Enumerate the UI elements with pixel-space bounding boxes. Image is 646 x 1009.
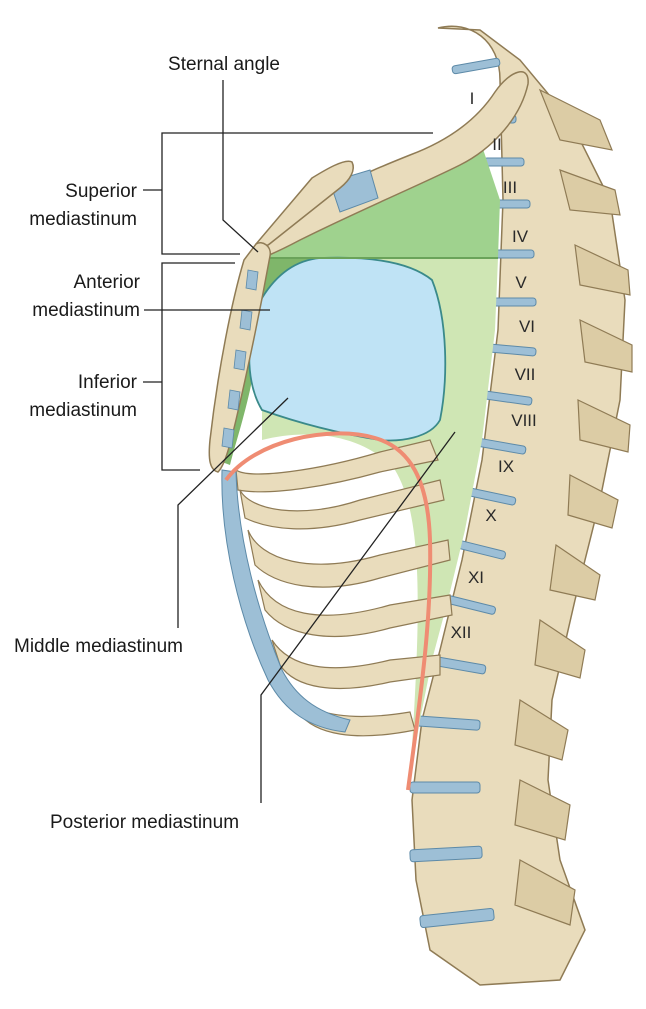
diaphragm-outline xyxy=(224,431,433,791)
vertebral-body-stack xyxy=(411,25,626,986)
vertebra-label-viii: VIII xyxy=(511,411,537,430)
inferior-label-line1: Inferior xyxy=(78,372,138,393)
first-rib xyxy=(261,71,529,260)
anterior-label-line2: mediastinum xyxy=(32,300,140,321)
vertebra-label-ix: IX xyxy=(498,457,514,476)
vertebral-column xyxy=(409,25,633,986)
inferior-label-line2: mediastinum xyxy=(29,400,137,421)
vertebra-label-vi: VI xyxy=(519,317,535,336)
superior-label-line2: mediastinum xyxy=(29,209,137,230)
rib-11 xyxy=(271,639,441,690)
sternal-angle-leader xyxy=(222,80,259,253)
rib-10 xyxy=(257,579,453,638)
middle-leader xyxy=(177,397,289,628)
vertebra-label-xi: XI xyxy=(468,568,484,587)
costal-cartilage-notches xyxy=(221,269,259,449)
rib-9 xyxy=(247,529,451,588)
superior-bracket xyxy=(161,132,433,255)
vertebra-label-vii: VII xyxy=(515,365,536,384)
middle-mediastinum-region xyxy=(248,256,447,442)
sternum-and-first-rib xyxy=(208,71,529,473)
middle-mediastinum-label: Middle mediastinum xyxy=(14,636,183,657)
sternal-angle-label: Sternal angle xyxy=(168,54,280,75)
vertebra-label-iii: III xyxy=(503,178,517,197)
text-labels: Sternal angle Superior mediastinum Anter… xyxy=(14,54,280,833)
vertebra-label-ii: II xyxy=(492,135,501,154)
leader-lines xyxy=(143,80,456,803)
inferior-bracket xyxy=(161,262,235,471)
intervertebral-discs xyxy=(409,57,537,929)
superior-label-line1: Superior xyxy=(65,181,137,202)
vertebra-label-xii: XII xyxy=(451,623,472,642)
vertebra-label-x: X xyxy=(485,506,496,525)
anterior-label-line1: Anterior xyxy=(73,272,140,293)
rib-8 xyxy=(239,479,445,530)
posterior-leader xyxy=(260,431,456,803)
costal-margin-cartilage xyxy=(221,469,351,733)
lower-ribs xyxy=(221,439,453,737)
spinous-processes xyxy=(514,88,633,926)
posterior-mediastinum-label: Posterior mediastinum xyxy=(50,812,239,833)
vertebra-label-v: V xyxy=(515,273,527,292)
vertebra-label-iv: IV xyxy=(512,227,529,246)
vertebra-label-i: I xyxy=(470,89,475,108)
rib-7 xyxy=(235,439,439,493)
